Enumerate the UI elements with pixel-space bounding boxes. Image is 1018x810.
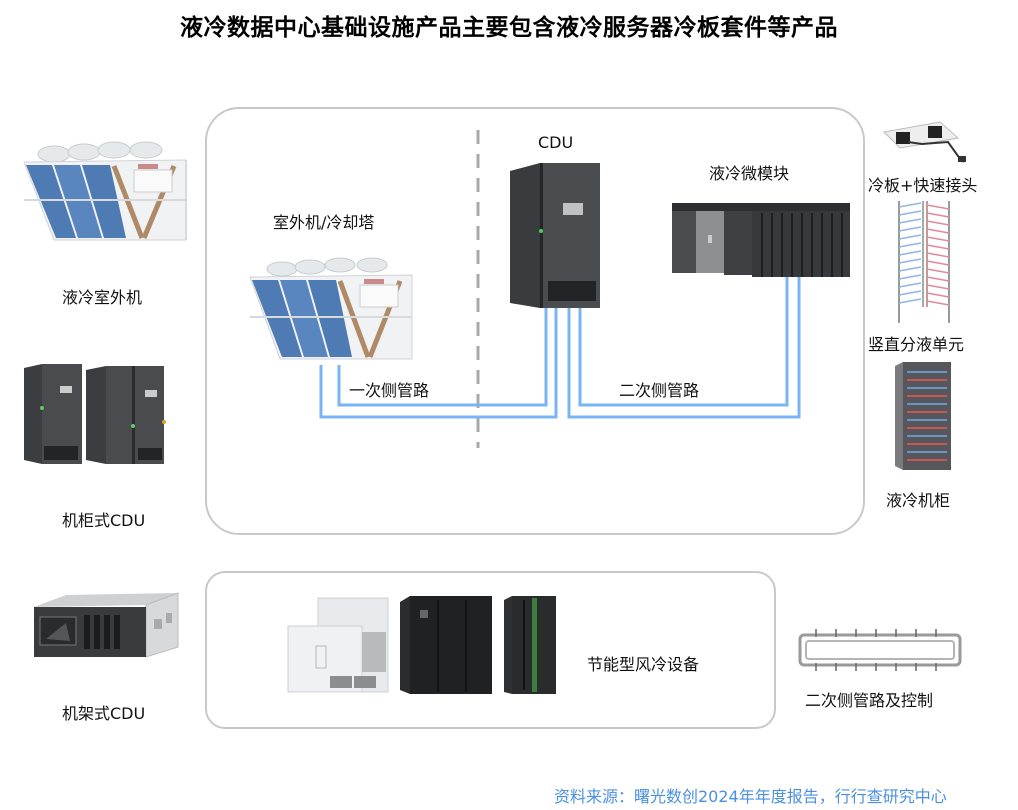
precision-ac-icon <box>398 596 494 694</box>
left-label-cabinet-cdu: 机柜式CDU <box>62 511 146 530</box>
rack-cdu-icon <box>28 592 188 663</box>
manifold-icon <box>893 197 953 325</box>
left-label-outdoor-unit: 液冷室外机 <box>62 288 143 307</box>
primary-secondary-divider <box>476 130 480 448</box>
cold-plate-icon <box>878 118 970 166</box>
primary-loop-label: 一次侧管路 <box>349 381 430 400</box>
secondary-piping-label: 二次侧管路及控制 <box>805 691 934 710</box>
outdoor-unit-label: 室外机/冷却塔 <box>273 213 375 232</box>
in-row-ac-icon <box>502 596 558 694</box>
cabinet-cdu-icon <box>20 360 170 465</box>
cooling-tower-icon <box>244 255 419 365</box>
liquid-rack-icon <box>893 360 953 472</box>
right-label-liquid-rack: 液冷机柜 <box>886 491 951 510</box>
right-label-cold-plate: 冷板+快速接头 <box>868 176 978 195</box>
cdu-label: CDU <box>538 133 574 152</box>
secondary-pipe-outer <box>567 277 801 419</box>
right-label-manifold: 竖直分液单元 <box>868 335 965 354</box>
secondary-loop-label: 二次侧管路 <box>619 381 700 400</box>
micro-module-label: 液冷微模块 <box>709 164 790 183</box>
primary-pipe-outer <box>319 308 558 419</box>
micro-module-icon <box>670 197 852 277</box>
source-note: 资料来源：曙光数创2024年年度报告，行行查研究中心 <box>554 787 947 806</box>
secondary-piping-icon <box>796 627 966 671</box>
secondary-pipe-inner <box>578 277 789 407</box>
outdoor-unit-icon <box>14 140 194 250</box>
air-cooling-label: 节能型风冷设备 <box>587 655 700 674</box>
left-label-rack-cdu: 机架式CDU <box>62 704 146 723</box>
page-title: 液冷数据中心基础设施产品主要包含液冷服务器冷板套件等产品 <box>180 15 838 41</box>
air-handler-icon <box>286 596 392 694</box>
cdu-cabinet-icon <box>508 163 603 308</box>
primary-pipe-inner <box>337 308 548 407</box>
